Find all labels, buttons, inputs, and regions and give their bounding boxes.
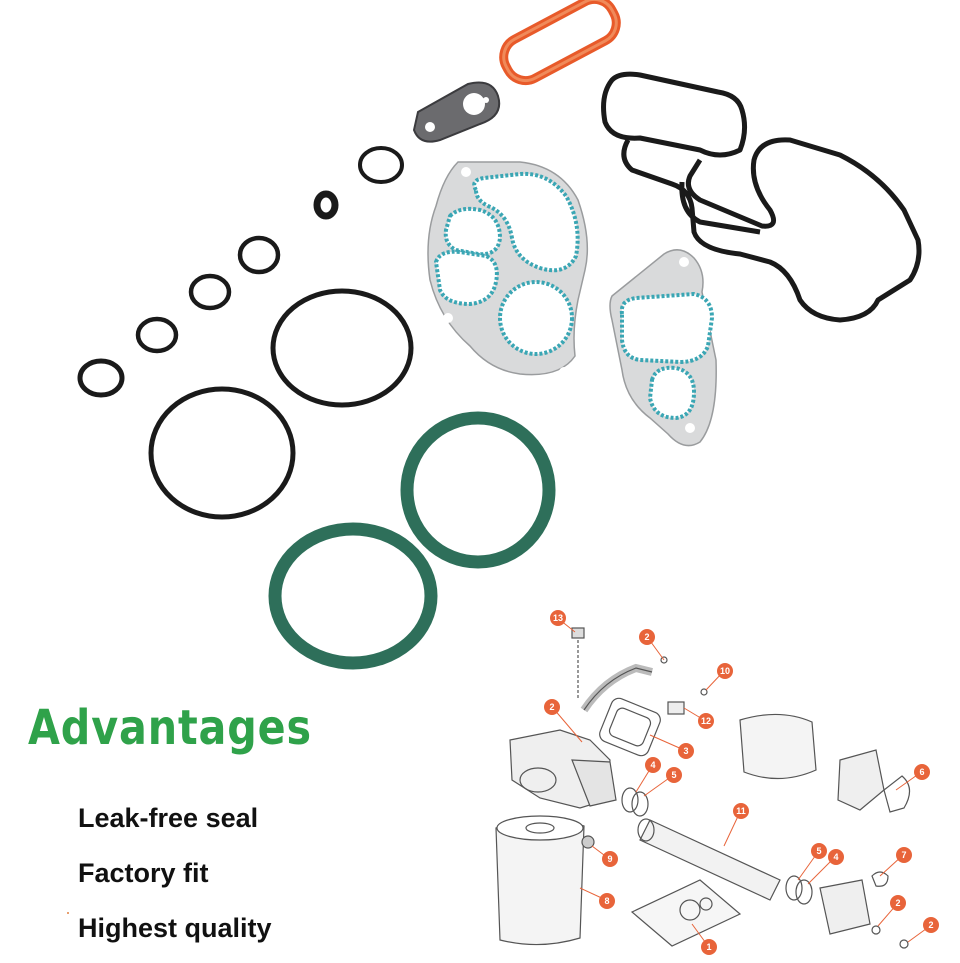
large-black-o-rings xyxy=(148,288,414,520)
callout-2c-label: 2 xyxy=(895,898,900,908)
adapter-gasket-small xyxy=(609,249,717,447)
callout-5b: 5 xyxy=(797,843,827,881)
small-o-rings xyxy=(77,146,404,398)
adapter-gasket-large xyxy=(427,161,589,377)
callout-3-label: 3 xyxy=(683,746,688,756)
callout-7: 7 xyxy=(879,847,912,877)
tube-gasket xyxy=(412,81,501,143)
callout-2a: 2 xyxy=(639,629,665,661)
callout-2b: 2 xyxy=(544,699,583,743)
callout-5a-label: 5 xyxy=(671,770,676,780)
callout-7-label: 7 xyxy=(901,850,906,860)
callout-2b-label: 2 xyxy=(549,702,554,712)
advantage-item: Highest quality xyxy=(78,913,272,943)
callout-12-label: 12 xyxy=(701,716,711,726)
callout-10-label: 10 xyxy=(720,666,730,676)
callout-1: 1 xyxy=(691,923,717,955)
callout-5b-label: 5 xyxy=(816,846,821,856)
callout-4a-label: 4 xyxy=(650,760,655,770)
advantage-item: Leak-free seal xyxy=(78,803,259,833)
callout-1-label: 1 xyxy=(706,942,711,952)
teal-o-rings xyxy=(268,411,556,670)
callout-8-label: 8 xyxy=(604,896,609,906)
callout-4b-label: 4 xyxy=(833,852,838,862)
callout-9-label: 9 xyxy=(607,854,612,864)
callout-11-label: 11 xyxy=(736,806,746,816)
stray-dot xyxy=(67,912,69,914)
callout-10: 10 xyxy=(705,663,733,691)
advantage-item: Factory fit xyxy=(78,858,209,888)
callout-11: 11 xyxy=(723,803,749,847)
callout-12: 12 xyxy=(683,707,714,729)
callout-4b: 4 xyxy=(807,849,844,885)
callout-13-label: 13 xyxy=(553,613,563,623)
advantages-title: Advantages xyxy=(28,700,312,756)
callout-5a: 5 xyxy=(643,767,682,797)
orange-gasket xyxy=(499,0,621,86)
callout-2a-label: 2 xyxy=(644,632,649,642)
advantages-list: Leak-free seal Factory fit Highest quali… xyxy=(78,798,272,963)
callout-8: 8 xyxy=(579,887,615,909)
callout-2c: 2 xyxy=(877,895,906,927)
callout-13: 13 xyxy=(550,610,576,633)
callout-2d-label: 2 xyxy=(928,920,933,930)
callout-9: 9 xyxy=(591,845,618,867)
callout-4a: 4 xyxy=(635,757,661,793)
callout-6: 6 xyxy=(895,764,930,791)
callout-2d: 2 xyxy=(907,917,939,943)
black-cooler-seal xyxy=(601,71,922,323)
callout-3: 3 xyxy=(649,734,694,759)
parts-diagram xyxy=(495,627,911,949)
diagram-callouts: 13 2 10 2 12 3 4 5 6 11 9 5 4 7 8 2 2 1 xyxy=(544,610,939,955)
callout-6-label: 6 xyxy=(919,767,924,777)
